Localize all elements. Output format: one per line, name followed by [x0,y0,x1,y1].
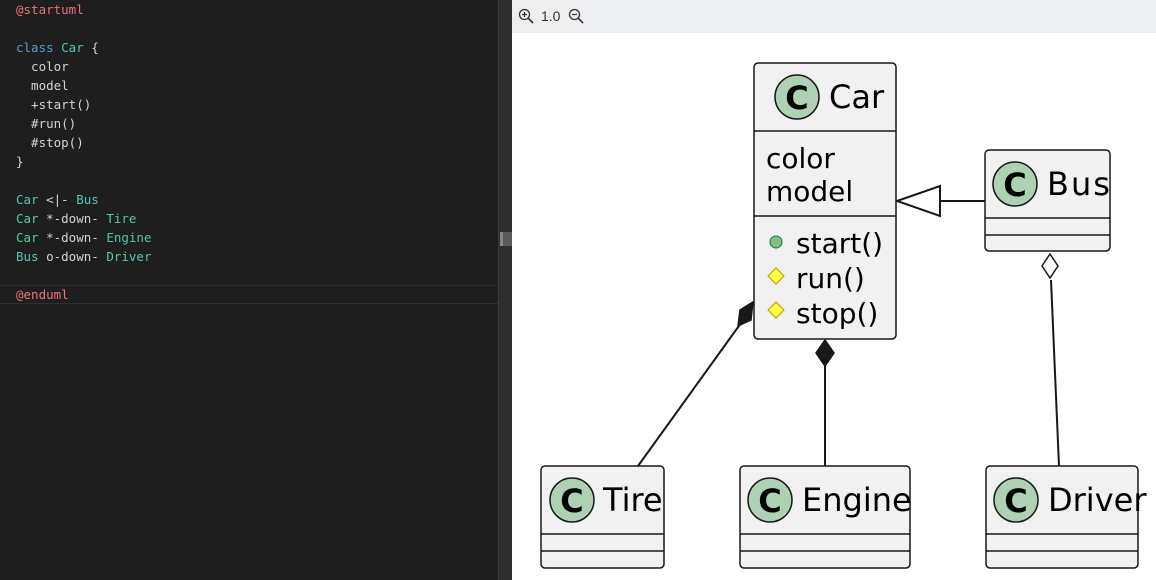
field-color: color [766,142,835,175]
code-line: Car *-down- Engine [16,228,151,247]
class-letter: C [1004,482,1027,520]
code-line: #run() [16,114,76,133]
method-stop: stop() [796,297,878,330]
class-circle-icon [747,477,793,523]
code-token: } [16,154,24,169]
code-line: class Car { [16,38,99,57]
code-token: #run() [16,116,77,131]
code-token: Car [16,230,39,245]
class-name: Driver [1048,481,1147,519]
code-token: Car [16,192,39,207]
public-visibility-icon [769,235,783,249]
splitter-handle[interactable] [500,232,512,246]
code-token: Bus [76,192,99,207]
code-token: *-down- [38,211,107,226]
code-token: Car [16,211,39,226]
zoom-out-icon[interactable] [568,8,584,24]
composition-diamond-tire [737,300,754,328]
code-token: Driver [106,249,152,264]
code-token: #stop() [16,135,84,150]
zoom-in-icon[interactable] [518,8,534,24]
code-token: Car [61,40,84,55]
class-car[interactable]: C Car color model start() run() stop() [753,62,897,340]
code-token: <|- [38,192,77,207]
composition-diamond-engine [815,338,835,368]
class-name: Bus [1047,165,1112,203]
code-token: model [16,78,69,93]
class-letter: C [785,79,808,117]
class-letter: C [560,482,583,520]
code-token: @enduml [16,287,69,302]
class-letter: C [758,482,781,520]
code-token: color [16,59,69,74]
class-bus[interactable]: C Bus [984,149,1112,252]
code-line: @enduml [16,285,69,304]
code-token: o-down- [38,249,107,264]
code-token: Bus [16,249,39,264]
protected-visibility-icon [767,301,785,319]
code-token: *-down- [38,230,107,245]
code-line: Bus o-down- Driver [16,247,151,266]
class-circle-icon [993,477,1039,523]
code-line: model [16,76,69,95]
uml-class-diagram: C Car color model start() run() stop() C… [540,62,1147,569]
code-editor[interactable]: @startuml class Car { color model +start(… [0,0,498,580]
class-name: Tire [602,481,663,519]
code-token: Engine [106,230,152,245]
code-line: +start() [16,95,91,114]
class-name: Car [829,78,885,116]
code-token: { [83,40,99,55]
current-line-highlight [0,285,498,304]
code-line: Car <|- Bus [16,190,99,209]
class-circle-icon [549,477,595,523]
class-name: Engine [802,481,912,519]
code-token: @startuml [16,2,84,17]
code-line: #stop() [16,133,84,152]
class-box [753,62,897,340]
class-tire[interactable]: C Tire [540,465,665,569]
inheritance-arrowhead [893,184,941,218]
class-circle-icon [992,161,1038,207]
code-line: } [16,152,24,171]
field-model: model [766,175,853,208]
class-driver[interactable]: C Driver [985,465,1147,569]
code-line: @startuml [16,0,84,19]
method-run: run() [796,262,865,295]
method-start: start() [796,227,883,260]
relationships [637,184,1060,467]
aggregation-diamond-driver [1041,252,1059,280]
code-line: color [16,57,69,76]
code-token: Tire [106,211,137,226]
protected-visibility-icon [767,267,785,285]
code-token: +start() [16,97,92,112]
preview-toolbar: 1.0 [512,0,1156,33]
aggregation-line-driver [1050,279,1060,467]
class-letter: C [1003,166,1026,204]
class-engine[interactable]: C Engine [739,465,912,569]
zoom-level: 1.0 [541,8,561,24]
code-token: class [16,40,62,55]
composition-line-tire [637,322,742,467]
class-circle-icon [774,74,820,120]
pane-splitter[interactable] [498,0,512,580]
diagram-preview: 1.0 C Car col [512,0,1156,580]
code-line: Car *-down- Tire [16,209,136,228]
